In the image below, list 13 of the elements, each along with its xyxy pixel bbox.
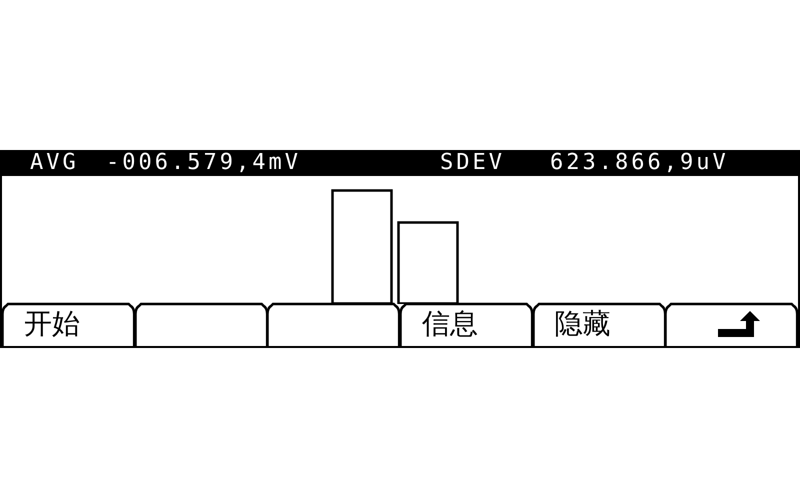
- softkey-tab: [400, 302, 533, 346]
- stat-value: 623.866,9uV: [550, 150, 729, 176]
- softkey-label: 隐藏: [554, 310, 611, 338]
- stat-value: -006.579,4mV: [106, 150, 301, 176]
- stat-label: SDEV: [440, 150, 505, 176]
- softkey-label: 信息: [422, 310, 478, 338]
- softkey-tab: [267, 302, 400, 346]
- softkey-label: 开始: [24, 310, 80, 338]
- softkey-tab: [532, 302, 666, 346]
- softkey-tab: [134, 302, 268, 346]
- stat-label: AVG: [30, 150, 79, 176]
- softkey-tab: [2, 302, 135, 346]
- softkey-tab: [665, 302, 798, 346]
